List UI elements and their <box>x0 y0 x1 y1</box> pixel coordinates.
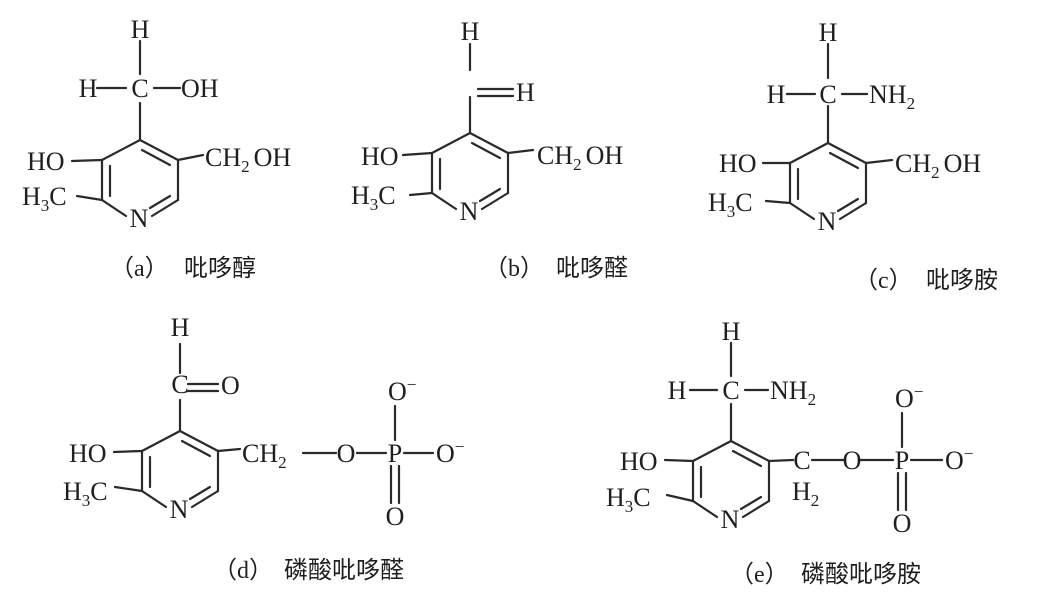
caption-name-d: 磷酸吡哆醛 <box>284 556 404 584</box>
atom-o-top: O− <box>388 375 416 406</box>
atom-ho: HO <box>719 149 757 178</box>
atom-h-top: H <box>131 15 150 44</box>
atom-carbonyl-o: O <box>221 371 240 400</box>
caption-name-b: 吡哆醛 <box>556 254 628 282</box>
caption-label-c: （c） <box>854 268 913 294</box>
caption-name-c: 吡哆胺 <box>926 266 998 294</box>
ring-c <box>788 141 868 221</box>
bonds-e <box>663 341 944 512</box>
bonds-c <box>761 42 894 205</box>
atom-c: C <box>171 370 188 399</box>
atom-h-top: H <box>722 317 741 346</box>
caption-label-d: （d） <box>213 558 273 584</box>
atom-n: N <box>130 204 149 233</box>
atom-h-top: H <box>461 17 480 46</box>
atom-h-top: H <box>819 18 838 47</box>
atom-p: P <box>895 446 909 475</box>
group-methyl: H3C <box>708 188 753 221</box>
atom-h-left: H <box>668 376 687 405</box>
caption-label-a: （a） <box>110 256 169 282</box>
atom-oh: OH <box>181 74 219 103</box>
ring-a <box>100 138 180 218</box>
bonds-b <box>401 42 535 197</box>
atom-o-bottom: O <box>386 502 405 531</box>
atom-c-methylene: C <box>793 446 810 475</box>
group-methyl: H3C <box>351 181 396 214</box>
caption-name-e: 磷酸吡哆胺 <box>801 560 921 588</box>
caption-label-b: （b） <box>484 256 544 282</box>
atom-o-right: O− <box>945 444 973 475</box>
atom-c: C <box>131 74 148 103</box>
atom-n: N <box>460 197 479 226</box>
group-methyl: H3C <box>22 182 67 215</box>
atom-ho: HO <box>620 447 658 476</box>
atom-o-top: O− <box>895 382 923 413</box>
group-ch2: CH2 <box>242 439 287 472</box>
bonds-d <box>112 342 435 505</box>
group-methyl: H3C <box>606 483 651 516</box>
ring-b <box>430 131 510 211</box>
structure-e: H H C NH2 HO C H2 O P O− O− O H3C N （e） … <box>606 317 973 588</box>
group-h2: H2 <box>792 477 819 510</box>
caption-label-e: （e） <box>730 562 789 588</box>
atom-h-right: H <box>516 78 535 107</box>
group-nh2: NH2 <box>869 80 915 113</box>
atom-n: N <box>170 495 189 524</box>
atom-n: N <box>818 207 837 236</box>
atom-p: P <box>388 439 402 468</box>
structure-d: H C O HO CH2 O P O− O− O H3C N （d） 磷酸吡哆醛 <box>63 313 464 584</box>
atom-h-left: H <box>79 74 98 103</box>
atom-c: C <box>819 80 836 109</box>
atom-n: N <box>721 505 740 534</box>
ring-e <box>691 439 771 519</box>
atom-o-bottom: O <box>893 509 912 538</box>
atom-ho: HO <box>361 142 399 171</box>
atom-o-right: O− <box>436 437 464 468</box>
ring-d <box>140 429 220 509</box>
atom-h-top: H <box>171 313 190 342</box>
atom-o-link: O <box>843 446 862 475</box>
group-nh2: NH2 <box>770 376 816 409</box>
group-methyl: H3C <box>63 477 108 510</box>
bonds-a <box>70 39 205 202</box>
atom-h-left: H <box>767 80 786 109</box>
caption-name-a: 吡哆醇 <box>184 254 256 282</box>
atom-o-link: O <box>337 439 356 468</box>
atom-ho: HO <box>69 439 107 468</box>
atom-c-amine: C <box>722 376 739 405</box>
atom-ho: HO <box>27 147 65 176</box>
